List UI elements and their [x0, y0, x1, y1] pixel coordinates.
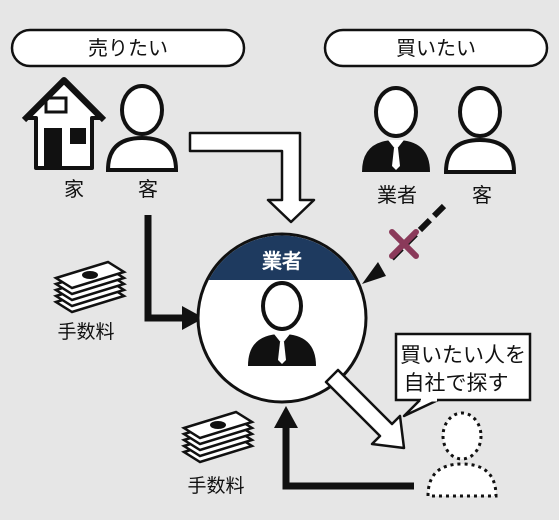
buyer-agent-icon — [362, 86, 430, 172]
buy-pill: 買いたい — [323, 28, 549, 68]
internal-buyer-person-icon — [426, 411, 498, 498]
callout-line2: 自社で探す — [404, 371, 509, 395]
agent-person-icon — [248, 281, 316, 366]
house-icon — [21, 77, 107, 170]
buyer-customer-label: 客 — [472, 183, 492, 207]
cross-mark-icon — [389, 229, 419, 259]
sell-pill: 売りたい — [10, 28, 246, 68]
sell-pill-label: 売りたい — [88, 36, 168, 60]
buyer-agent-label: 業者 — [377, 183, 417, 207]
house-label: 家 — [64, 177, 84, 201]
center-agent: 業者 — [196, 232, 368, 404]
seller-person-icon — [105, 84, 179, 172]
money-stack-icon-bottom — [181, 410, 255, 464]
fee-arrow-top — [144, 215, 204, 330]
buy-pill-label: 買いたい — [396, 36, 476, 60]
callout-box: 買いたい人を 自社で探す — [394, 332, 532, 418]
seller-to-agent-arrow — [188, 131, 316, 224]
seller-customer-label: 客 — [138, 177, 158, 201]
buyer-person-icon — [443, 86, 517, 174]
agent-to-internal-buyer-arrow — [324, 368, 406, 450]
money-stack-icon-top — [53, 260, 127, 314]
fee-label-bottom: 手数料 — [187, 475, 244, 497]
center-agent-label: 業者 — [262, 249, 302, 273]
fee-label-top: 手数料 — [57, 321, 114, 343]
callout-line1: 買いたい人を — [400, 343, 526, 367]
fee-arrow-bottom — [274, 406, 414, 490]
